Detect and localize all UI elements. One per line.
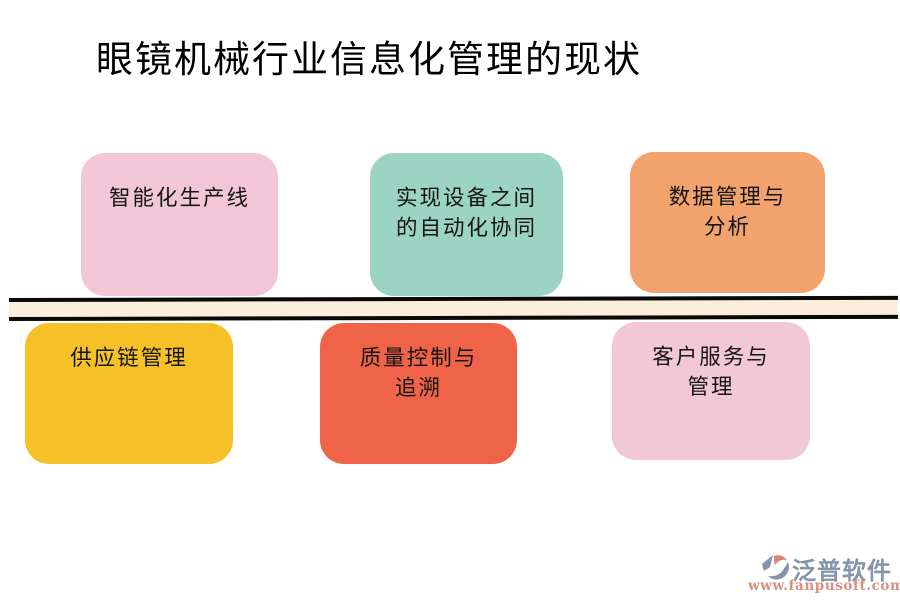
- page-title: 眼镜机械行业信息化管理的现状: [96, 38, 642, 81]
- box-device-collaboration: 实现设备之间 的自动化协同: [370, 153, 563, 296]
- double-line-divider: [8, 295, 899, 321]
- box-quality-control-traceability: 质量控制与 追溯: [320, 323, 517, 464]
- box-label-smart-production-line: 智能化生产线: [108, 186, 250, 211]
- box-smart-production-line: 智能化生产线: [81, 153, 278, 296]
- box-label-quality-control-traceability: 质量控制与 追溯: [359, 346, 478, 401]
- fanpu-logo: 泛普软件 www.fanpusoft.com: [744, 551, 900, 596]
- logo-url-text: www.fanpusoft.com: [748, 578, 900, 594]
- box-label-device-collaboration: 实现设备之间 的自动化协同: [395, 186, 537, 241]
- box-label-data-management-analysis: 数据管理与 分析: [668, 185, 787, 240]
- box-label-supply-chain-management: 供应链管理: [70, 346, 188, 371]
- fanpu-logo-icon: [762, 555, 789, 580]
- box-customer-service-management: 客户服务与 管理: [612, 322, 810, 460]
- box-data-management-analysis: 数据管理与 分析: [630, 152, 825, 293]
- box-supply-chain-management: 供应链管理: [25, 323, 233, 464]
- box-label-customer-service-management: 客户服务与 管理: [652, 345, 770, 400]
- logo-brand-text: 泛普软件: [792, 556, 892, 585]
